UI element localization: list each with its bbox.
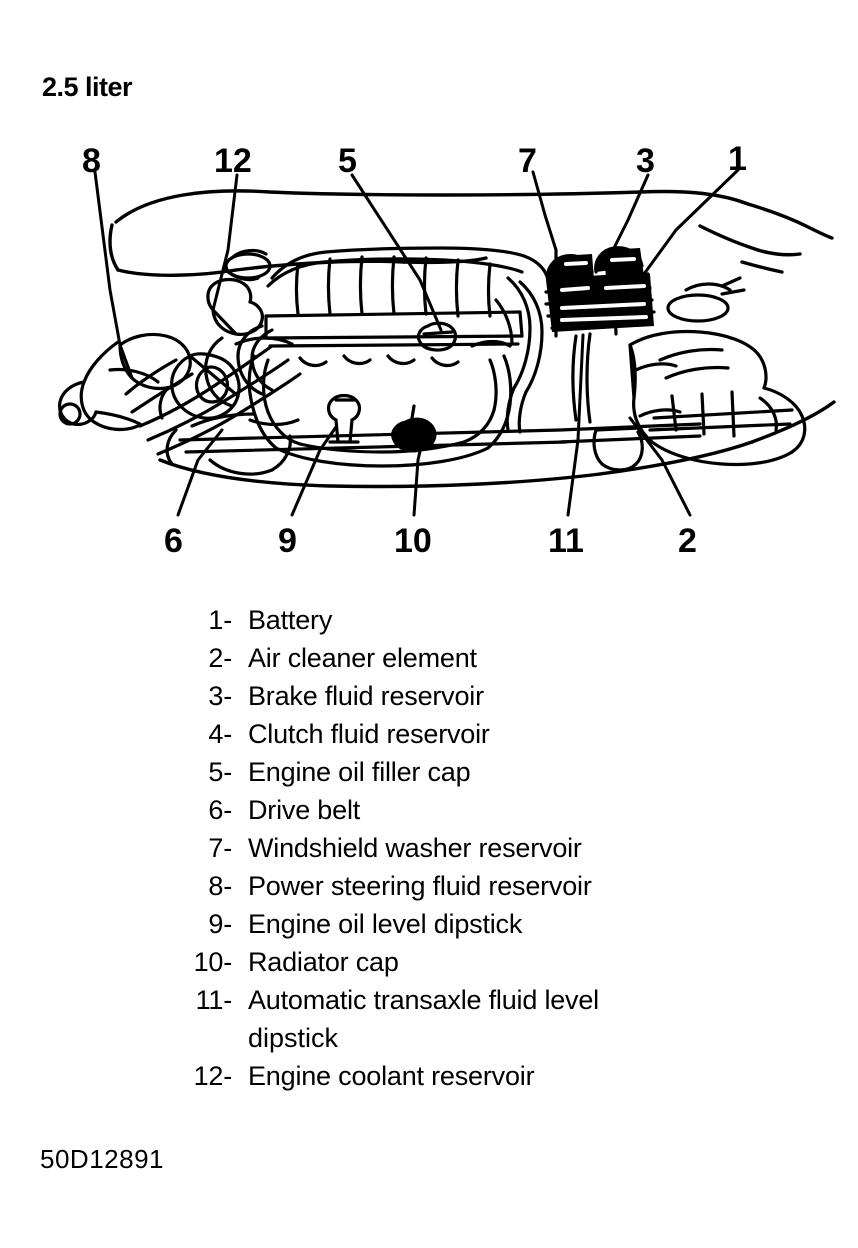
legend-item-3: 3- Brake fluid reservoir [0,681,858,719]
legend-label: Drive belt [248,795,361,825]
legend-item-12: 12- Engine coolant reservoir [0,1061,858,1099]
legend-label: Air cleaner element [248,643,477,673]
legend-item-8: 8- Power steering fluid reservoir [0,871,858,909]
legend-label: Engine oil level dipstick [248,909,523,939]
legend-number: 6- [208,795,232,825]
legend-item-1: 1- Battery [0,605,858,643]
legend-number: 3- [208,681,232,711]
legend-item-10: 10- Radiator cap [0,947,858,985]
oil-dipstick [326,393,362,444]
callout-12: 12 [214,142,252,180]
frame-rails [165,412,568,476]
legend-label: Battery [248,605,333,635]
legend-label: Windshield washer reservoir [248,833,582,863]
bay-bottom-outline [158,400,836,489]
oil-filler-cap [416,321,458,352]
callout-7: 7 [518,142,537,180]
valve-cover [264,246,550,348]
legend-item-4: 4- Clutch fluid reservoir [0,719,858,757]
legend-number: 12- [193,1061,233,1091]
legend-label-continuation: dipstick [248,1023,339,1053]
legend-number: 7- [208,833,232,863]
legend-number: 5- [208,757,232,787]
callout-1: 1 [728,140,747,178]
engine-compartment-diagram: 8 12 5 7 3 1 6 9 10 11 2 [0,130,858,580]
legend-item-11-continuation: dipstick [0,1023,858,1061]
center-right-hoses [470,276,544,434]
callout-11: 11 [548,522,584,560]
callout-8: 8 [82,142,101,180]
callout-6: 6 [164,522,183,560]
legend-label: Clutch fluid reservoir [248,719,490,749]
component-legend: 1- Battery 2- Air cleaner element 3- Bra… [0,605,858,1099]
reservoir-stack [544,246,656,338]
legend-label: Power steering fluid reservoir [248,871,592,901]
callout-9: 9 [278,522,297,560]
legend-number: 1- [208,605,232,635]
callout-numbers-top: 8 12 5 7 3 1 [82,140,747,180]
legend-item-7: 7- Windshield washer reservoir [0,833,858,871]
left-hoses [204,324,274,408]
legend-label: Radiator cap [248,947,399,977]
leader-lines-top [93,168,740,347]
legend-number: 4- [208,719,232,749]
legend-item-11: 11- Automatic transaxle fluid level [0,985,858,1023]
legend-number: 9- [208,909,232,939]
callout-3: 3 [636,142,655,180]
callout-2: 2 [678,522,697,560]
legend-item-5: 5- Engine oil filler cap [0,757,858,795]
power-steering-reservoir [118,332,192,391]
legend-label: Automatic transaxle fluid level [248,985,599,1015]
coolant-reservoir [206,248,272,336]
legend-item-9: 9- Engine oil level dipstick [0,909,858,947]
legend-label: Engine coolant reservoir [248,1061,535,1091]
figure-reference-code: 50D12891 [40,1144,164,1174]
battery [666,276,746,323]
callout-numbers-bottom: 6 9 10 11 2 [164,522,697,560]
legend-item-2: 2- Air cleaner element [0,643,858,681]
legend-number: 2- [208,643,232,673]
engine-diagram-svg: 8 12 5 7 3 1 6 9 10 11 2 [58,140,836,560]
legend-item-6: 6- Drive belt [0,795,858,833]
legend-number: 8- [208,871,232,901]
page-title: 2.5 liter [42,72,133,102]
legend-number: 10- [193,947,233,977]
callout-10: 10 [394,522,432,560]
air-cleaner [628,329,807,467]
legend-label: Engine oil filler cap [248,757,471,787]
legend-label: Brake fluid reservoir [248,681,484,711]
callout-5: 5 [338,142,357,180]
legend-number: 11- [195,985,233,1015]
